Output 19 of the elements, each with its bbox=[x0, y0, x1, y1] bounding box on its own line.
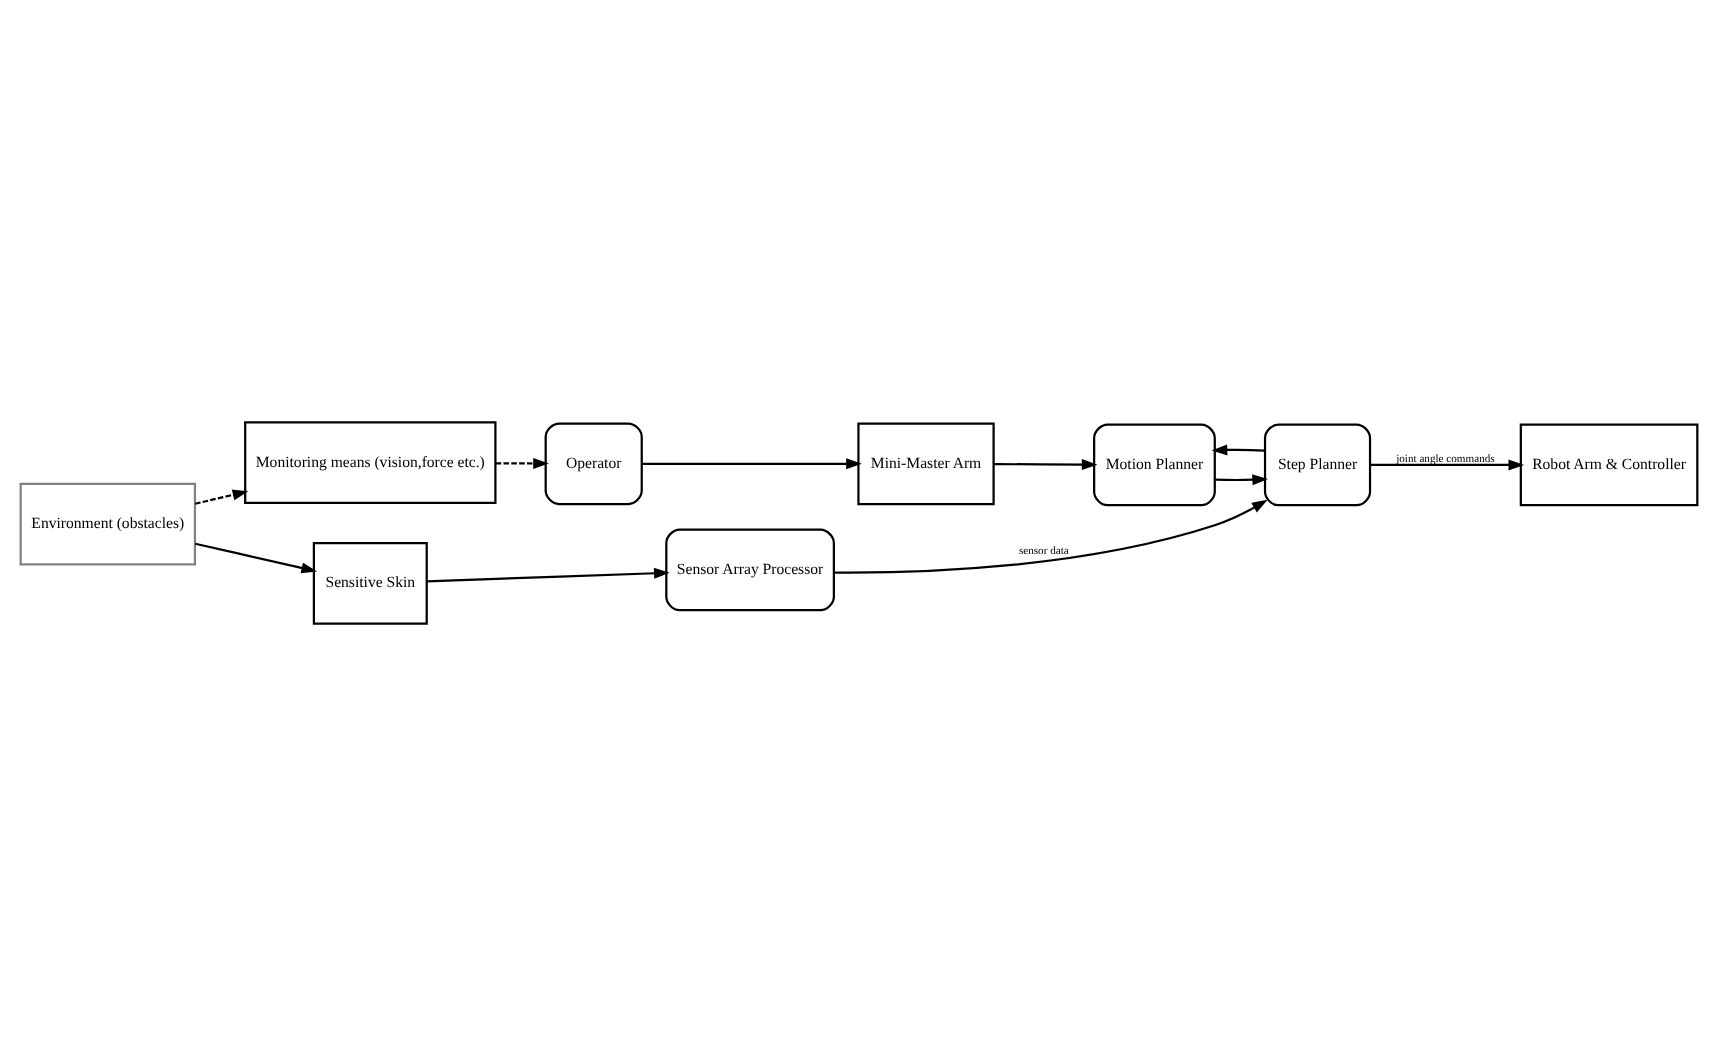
arrow bbox=[641, 458, 862, 470]
arrow bbox=[495, 458, 549, 469]
arrow bbox=[993, 459, 1098, 471]
arrow bbox=[194, 489, 249, 505]
node-box: Motion Planner bbox=[1093, 423, 1216, 507]
arrow bbox=[1214, 474, 1268, 486]
node-box: Sensor Array Processor bbox=[665, 528, 835, 612]
node-box: Robot Arm & Controller bbox=[1519, 423, 1699, 507]
arrow bbox=[1211, 444, 1265, 456]
node-box: Monitoring means (vision,force etc.) bbox=[244, 421, 497, 504]
arrow bbox=[426, 567, 670, 583]
node-box: Environment (obstacles) bbox=[19, 482, 197, 566]
node-box: Operator bbox=[544, 422, 643, 506]
arrow bbox=[1370, 459, 1525, 471]
node-box: Sensitive Skin bbox=[312, 542, 428, 625]
node-box: Step Planner bbox=[1263, 423, 1372, 507]
node-box: Mini-Master Arm bbox=[857, 422, 995, 506]
arrow bbox=[834, 499, 1268, 574]
arrow bbox=[194, 542, 318, 574]
